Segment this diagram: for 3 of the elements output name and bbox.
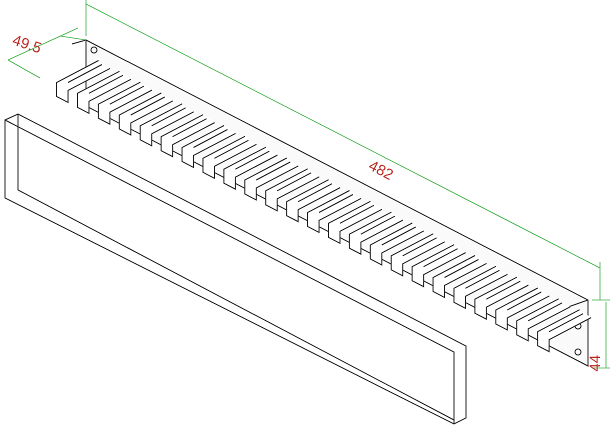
dimension-label: 482 bbox=[364, 156, 397, 186]
dimension-label: 44 bbox=[586, 354, 606, 372]
dimension-label: 49.5 bbox=[9, 30, 44, 60]
